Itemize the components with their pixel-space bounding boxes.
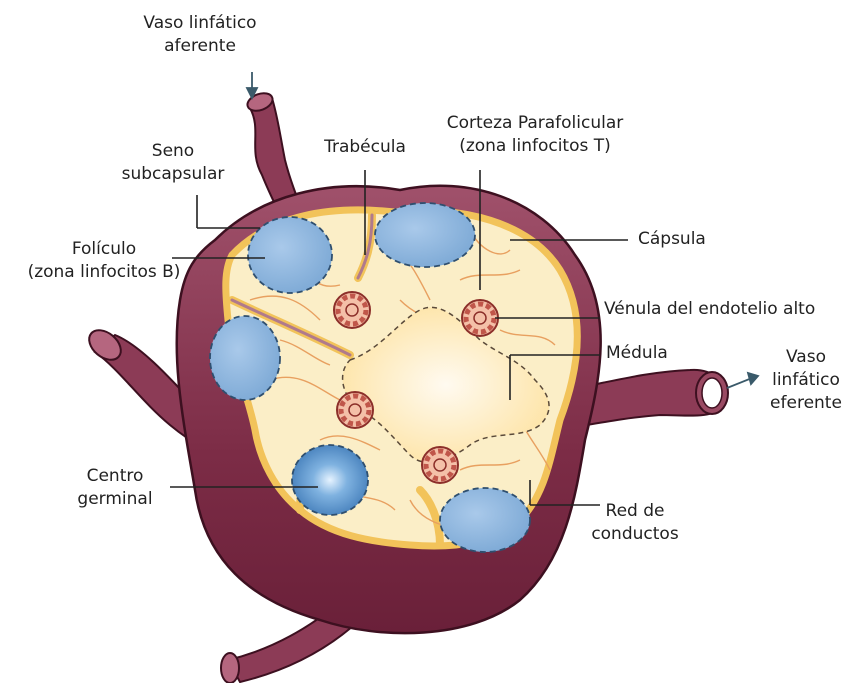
- venule: [334, 292, 370, 328]
- label-corteza-parafolicular: Corteza Parafolicular (zona linfocitos T…: [420, 112, 650, 158]
- venule: [462, 300, 498, 336]
- label-vaso-aferente: Vaso linfático aferente: [130, 12, 270, 58]
- germinal-center: [292, 445, 368, 515]
- arrow-efferent: [727, 378, 752, 388]
- label-trabecula: Trabécula: [300, 136, 430, 159]
- venule: [422, 447, 458, 483]
- follicle: [440, 488, 530, 552]
- follicle: [248, 217, 332, 293]
- follicle: [375, 203, 475, 267]
- label-foliculo: Folículo (zona linfocitos B): [4, 238, 204, 284]
- label-medula: Médula: [606, 342, 726, 365]
- label-venula: Vénula del endotelio alto: [604, 298, 860, 321]
- label-capsula: Cápsula: [638, 228, 758, 251]
- venule: [337, 392, 373, 428]
- follicle: [210, 316, 280, 400]
- label-vaso-eferente: Vaso linfático eferente: [756, 346, 856, 415]
- label-red-conductos: Red de conductos: [575, 500, 695, 546]
- label-centro-germinal: Centro germinal: [60, 465, 170, 511]
- label-seno-subcapsular: Seno subcapsular: [108, 140, 238, 186]
